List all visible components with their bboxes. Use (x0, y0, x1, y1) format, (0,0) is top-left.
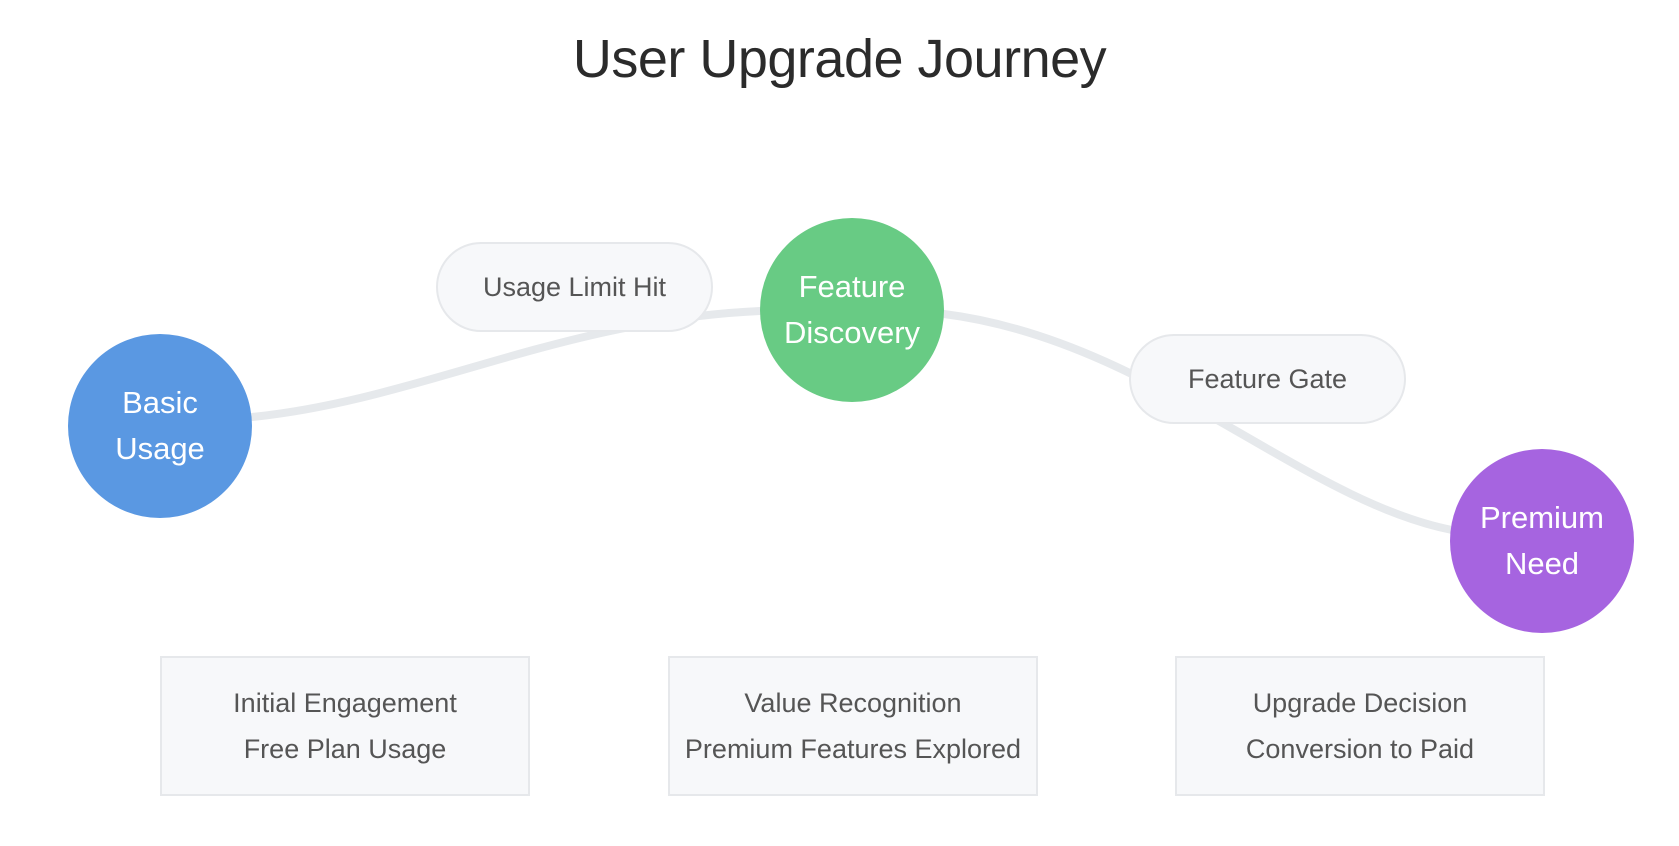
diagram-title: User Upgrade Journey (572, 29, 1107, 89)
stage-initial-engagement: Initial Engagement Free Plan Usage (160, 656, 530, 796)
node-label-line2: Usage (115, 431, 205, 466)
node-label-line1: Feature (798, 269, 906, 304)
node-label-line1: Basic (122, 385, 198, 420)
stage-heading: Value Recognition (744, 688, 962, 718)
node-basic-usage: Basic Usage (68, 334, 252, 518)
transition-usage-limit-hit: Usage Limit Hit (436, 242, 713, 332)
stage-upgrade-decision: Upgrade Decision Conversion to Paid (1175, 656, 1545, 796)
stage-detail: Premium Features Explored (684, 734, 1022, 764)
node-label-line2: Need (1504, 546, 1580, 581)
stage-value-recognition: Value Recognition Premium Features Explo… (668, 656, 1038, 796)
transition-feature-gate: Feature Gate (1129, 334, 1406, 424)
stage-heading: Initial Engagement (233, 688, 457, 718)
stage-detail: Free Plan Usage (243, 734, 447, 764)
node-feature-discovery: Feature Discovery (760, 218, 944, 402)
stage-detail: Conversion to Paid (1245, 734, 1475, 764)
node-label-line2: Discovery (783, 315, 921, 350)
stage-heading: Upgrade Decision (1252, 688, 1468, 718)
transition-label: Feature Gate (1187, 363, 1348, 394)
transition-label: Usage Limit Hit (482, 271, 667, 302)
node-premium-need: Premium Need (1450, 449, 1634, 633)
node-label-line1: Premium (1479, 500, 1604, 535)
